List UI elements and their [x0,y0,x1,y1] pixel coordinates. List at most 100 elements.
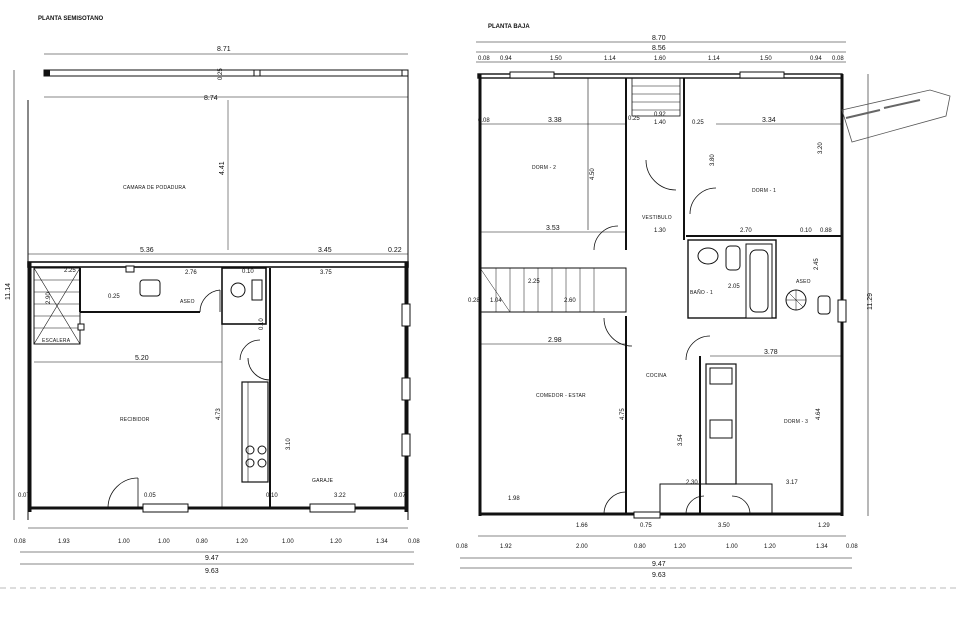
dim-007a: 0.07 [18,493,30,499]
dim-536: 5.36 [140,247,154,254]
dim-t-6: 1.14 [708,56,720,62]
window [125,265,135,273]
dim-bot-8: 1.20 [330,539,342,545]
room-dorm1: DORM - 1 [752,188,776,194]
dim-166: 1.66 [576,523,588,529]
dim-354: 3.54 [678,434,684,446]
door-swing [107,477,139,509]
dim-top-total: 8.71 [217,46,231,53]
dim-010: 0.10 [242,269,254,275]
dim-side: 11.14 [5,283,12,300]
dim-320: 3.20 [818,142,824,154]
dim-v441: 4.41 [219,161,226,175]
dim-225: 2.25 [528,279,540,285]
counter [241,381,269,483]
dim-bot-9: 1.34 [376,539,388,545]
dim-225: 2.25 [64,268,76,274]
window [509,71,555,79]
dim-473: 4.73 [216,408,222,420]
dim-345: 3.45 [318,247,332,254]
dim-260: 2.60 [564,298,576,304]
dim-side: 11.29 [867,293,874,310]
door-swing [239,339,261,361]
room-cocina: COCINA [646,373,667,379]
stove-icon [709,419,733,439]
door-swing [685,495,705,515]
dim-t-4: 1.14 [604,56,616,62]
door-swing [199,289,221,313]
right-plan: PLANTA BAJA 8.70 8.56 0.08 0.94 1.50 1.1… [456,24,951,579]
dim-140: 1.40 [654,120,666,126]
column [77,323,85,331]
dim-075: 0.75 [640,523,652,529]
dim-tot-947: 9.47 [652,561,666,568]
room-aseo: ASEO [180,299,195,305]
left-plan: PLANTA SEMISOTANO 8.71 8.74 0.25 4.41 11… [5,16,420,575]
dim-129: 1.29 [818,523,830,529]
door-swing [731,495,751,515]
dim-450: 4.50 [590,168,596,180]
dim-092: 0.92 [654,112,666,118]
dim-310: 3.10 [286,438,292,450]
dim-t-3: 1.50 [550,56,562,62]
dim-334: 3.34 [762,117,776,124]
dim-t-5: 1.60 [654,56,666,62]
dim-bot-4: 1.00 [158,539,170,545]
dim-350: 3.50 [718,523,730,529]
dim-bot-3: 1.00 [118,539,130,545]
dim-028: 0.28 [468,298,480,304]
dim-bot-2: 1.92 [500,544,512,550]
stair-lower [479,267,627,313]
dim-230: 2.30 [686,480,698,486]
dim-856: 8.56 [652,45,666,52]
exterior-wall-top [27,261,409,268]
dim-375: 3.75 [320,270,332,276]
window [837,299,847,323]
dim-tot-947: 9.47 [205,555,219,562]
dim-025a: 0.25 [628,116,640,122]
dim-bot-3: 2.00 [576,544,588,550]
dim-025: 0.25 [108,294,120,300]
boundary-fence [43,69,409,77]
dim-bot-1: 0.08 [14,539,26,545]
toilet-icon [139,279,161,297]
dim-t-1: 0.08 [478,56,490,62]
room-escalera: ESCALERA [42,338,71,344]
room-dorm3: DORM - 3 [784,419,808,425]
fence-post [44,70,50,76]
right-plan-title: PLANTA BAJA [488,24,530,30]
toilet-icon [817,295,831,315]
fence-post [253,69,261,77]
burner-icon [257,445,267,455]
dim-022: 0.22 [388,247,402,254]
door-swing [685,335,711,361]
appliance [251,279,263,301]
door-swing [247,357,271,381]
dim-bot-8: 1.34 [816,544,828,550]
dim-290: 2.90 [46,292,52,304]
room-dorm2: DORM - 2 [532,165,556,171]
bathroom-block [687,239,777,319]
door-swing [603,317,633,347]
door-swing [645,159,677,191]
burner-icon [245,458,255,468]
dim-bot-6: 1.00 [726,544,738,550]
dim-104: 1.04 [490,298,502,304]
dim-010b: 0.10 [259,318,265,330]
dim-276: 2.76 [185,270,197,276]
dim-464: 4.64 [816,408,822,420]
sink-icon [697,247,719,265]
dim-tot-963: 9.63 [652,572,666,579]
window [633,511,661,519]
stair-upper [631,77,681,117]
dim-bot-2: 1.93 [58,539,70,545]
window [401,303,411,327]
dim-322: 3.22 [334,493,346,499]
bathtub-inner [749,249,769,313]
dim-top-small: 0.25 [218,68,224,80]
terrace [659,483,773,515]
window [309,503,356,513]
dim-005: 0.05 [144,493,156,499]
dim-205: 2.05 [728,284,740,290]
dim-bot-5: 1.20 [674,544,686,550]
